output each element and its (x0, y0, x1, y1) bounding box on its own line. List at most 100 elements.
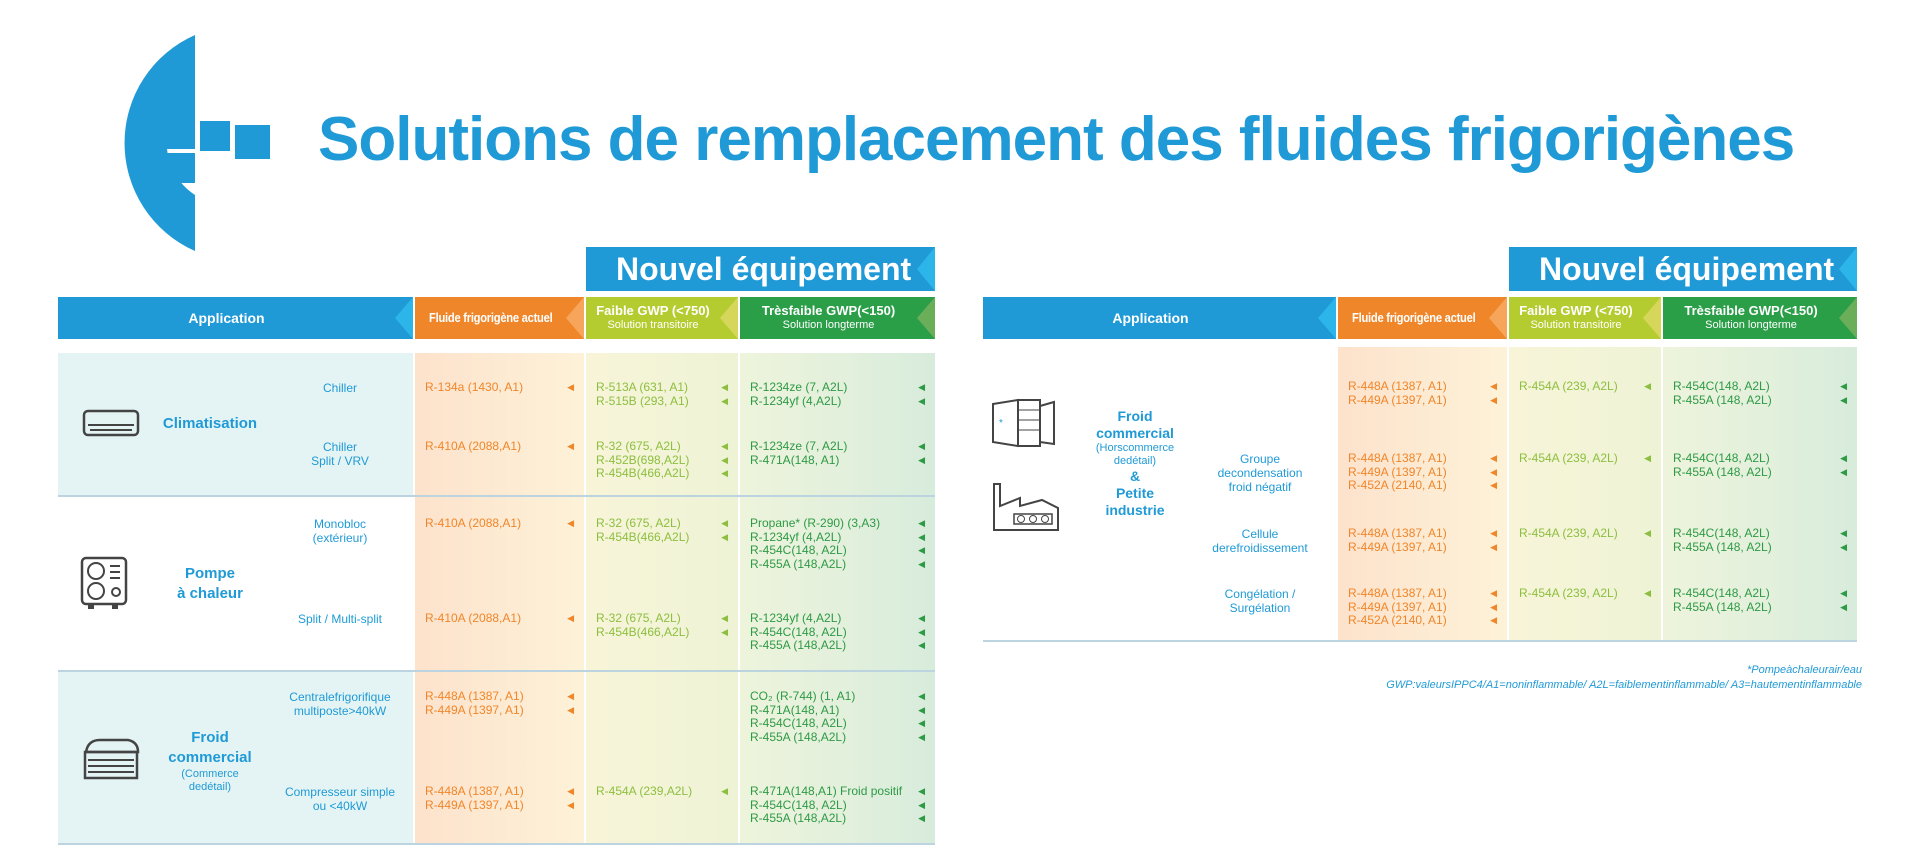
application-line: (extérieur) (312, 531, 368, 545)
fluid-entry: R-32 (675, A2L)◀ (596, 516, 738, 531)
application-line: multiposte>40kW (293, 704, 387, 718)
arrow-left-icon: ◀ (1840, 588, 1847, 598)
fluid-name: R-515B (293, A1) (596, 393, 689, 408)
fluid-entry: R-454C(148, A2L)◀ (1673, 451, 1857, 466)
fluid-entry: R-454B(466,A2L)◀ (596, 624, 738, 640)
fluid-entry: R-454B(466,A2L)◀ (596, 530, 738, 545)
group-name: Froid (191, 728, 229, 746)
arrow-left-icon: ◀ (721, 613, 728, 623)
fluid-entry: R-452A (2140, A1)◀ (1348, 478, 1507, 493)
current-fluids: R-410A (2088,A1)◀ (425, 516, 584, 531)
very-low-fluids: R-454C(148, A2L)◀R-455A (148, A2L)◀ (1673, 526, 1857, 554)
arrow-left-icon: ◀ (918, 731, 925, 742)
group-name: Pompe (184, 564, 235, 582)
application-group-1: Pompe à chaleur (145, 564, 275, 604)
very-low-fluids: R-454C(148, A2L)◀R-455A (148, A2L)◀ (1673, 379, 1857, 408)
arrow-left-icon: ◀ (1644, 528, 1651, 538)
very-low-fluids: R-471A(148,A1) Froid positif◀R-454C(148,… (750, 784, 935, 826)
fluid-entry: R-448A (1387, A1)◀ (1348, 379, 1507, 394)
fluid-name: R-1234yf (4,A2L) (750, 393, 842, 408)
arrow-left-icon: ◀ (918, 531, 925, 542)
arrow-left-icon: ◀ (1490, 541, 1497, 552)
very-low-fluids: R-1234yf (4,A2L)◀R-454C(148, A2L)◀R-455A… (750, 611, 935, 653)
arrow-left-icon: ◀ (1840, 394, 1847, 405)
fluid-entry: R-1234yf (4,A2L)◀ (750, 611, 935, 626)
fluid-name: R-454C(148, A2L) (750, 543, 847, 557)
fluid-name: R-448A (1387, A1) (425, 689, 524, 703)
application-line: Centralefrigorifique (289, 690, 391, 704)
fluid-name: R-454C(148, A2L) (1673, 379, 1770, 393)
fluid-name: R-455A (148,A2L) (750, 811, 847, 825)
group-name: Climatisation (162, 415, 258, 432)
fluid-entry: R-454B(466,A2L)◀ (596, 466, 738, 481)
factory-icon (990, 476, 1062, 537)
arrow-left-icon: ◀ (567, 704, 574, 715)
arrow-left-icon: ◀ (721, 441, 728, 451)
fluid-name: R-454C(148, A2L) (1673, 451, 1770, 465)
application-group-bg (58, 672, 413, 843)
group-name-line2: à chaleur (177, 584, 243, 602)
fluid-name: R-410A (2088,A1) (425, 439, 522, 453)
fluid-entry: R-449A (1397, A1) ◀ (425, 702, 584, 718)
current-fluids: R-448A (1387, A1)◀R-449A (1397, A1)◀ (425, 784, 584, 813)
fluid-name: R-32 (675, A2L) (596, 439, 681, 453)
current-fluids: R-410A (2088,A1) ◀ (425, 439, 584, 454)
fluid-name: R-1234yf (4,A2L) (750, 611, 842, 625)
application-name: Congélation /Surgélation (1190, 587, 1330, 615)
arrow-left-icon: ◀ (918, 518, 925, 528)
fluid-entry: R-455A (148, A2L)◀ (1673, 393, 1857, 408)
group-name-line2: commercial (168, 748, 252, 766)
fluid-name: R-449A (1397, A1) (1348, 392, 1447, 407)
application-line: Chiller (322, 381, 357, 395)
header-notch (720, 297, 738, 339)
arrow-left-icon: ◀ (918, 691, 925, 701)
fluid-entry: R-471A(148,A1) Froid positif◀ (750, 784, 935, 799)
group-sub: (Horscommerce dedétail) (1095, 442, 1175, 467)
fluid-name: R-455A (148,A2L) (750, 729, 847, 744)
fluid-name: R-410A (2088,A1) (425, 516, 522, 530)
fluid-entry: R-454A (239, A2L)◀ (1519, 379, 1661, 394)
fluid-entry: R-454A (239, A2L)◀ (1519, 586, 1661, 601)
arrow-left-icon: ◀ (918, 545, 925, 555)
company-logo (124, 35, 270, 251)
arrow-left-icon: ◀ (918, 718, 925, 728)
fluid-entry: R-454A (239,A2L)◀ (596, 784, 738, 799)
fluid-entry: R-455A (148,A2L)◀ (750, 811, 935, 826)
fluid-entry: R-449A (1397, A1)◀ (425, 798, 584, 813)
header-notch (1318, 297, 1336, 339)
fluid-entry: R-454C(148, A2L)◀ (750, 798, 935, 813)
fluid-name: R-455A (148,A2L) (750, 556, 847, 571)
fluid-name: R-454B(466,A2L) (596, 624, 690, 639)
fluid-name: R-454A (239, A2L) (1519, 526, 1618, 540)
current-fluids: R-448A (1387, A1)◀R-449A (1397, A1) ◀ (425, 689, 584, 718)
arrow-left-icon: ◀ (567, 441, 574, 451)
fluid-name: R-455A (148,A2L) (750, 638, 847, 652)
application-line: Congélation / (1224, 587, 1296, 601)
arrow-left-icon: ◀ (1840, 528, 1847, 538)
fluid-name: R-455A (148, A2L) (1673, 539, 1772, 554)
application-line: Monobloc (313, 517, 367, 531)
fluid-name: R-449A (1397, A1) (425, 702, 524, 717)
very-low-fluids: R-1234ze (7, A2L)◀R-471A(148, A1)◀ (750, 439, 935, 467)
arrow-left-icon: ◀ (567, 382, 574, 392)
header-low: Faible GWP (<750)Solution transitoire (1509, 297, 1661, 339)
fluid-entry: R-454C(148, A2L)◀ (1673, 379, 1857, 394)
application-line: decondensation (1217, 466, 1303, 480)
header-very-low-sublabel: Solution longterme (1705, 319, 1797, 331)
very-low-fluids: R-454C(148, A2L)◀R-455A (148, A2L)◀ (1673, 451, 1857, 479)
fluid-name: R-454A (239,A2L) (596, 784, 693, 798)
arrow-left-icon: ◀ (1644, 453, 1651, 463)
fluid-name: R-1234ze (7, A2L) (750, 380, 848, 394)
fluid-entry: R-471A(148, A1)◀ (750, 703, 935, 718)
fluid-name: R-471A(148,A1) Froid positif (750, 784, 903, 798)
display-freezer-icon (82, 736, 140, 789)
fluid-entry: R-448A (1387, A1)◀ (425, 689, 584, 704)
fluid-entry: R-515B (293, A1)◀ (596, 393, 738, 409)
fluid-entry: R-449A (1397, A1)◀ (1348, 600, 1507, 615)
fluid-entry: R-449A (1397, A1)◀ (1348, 465, 1507, 480)
arrow-left-icon: ◀ (1840, 466, 1847, 477)
fluid-entry: R-1234ze (7, A2L)◀ (750, 380, 935, 395)
header-very-low: Trèsfaible GWP(<150)Solution longterme (1663, 297, 1857, 339)
